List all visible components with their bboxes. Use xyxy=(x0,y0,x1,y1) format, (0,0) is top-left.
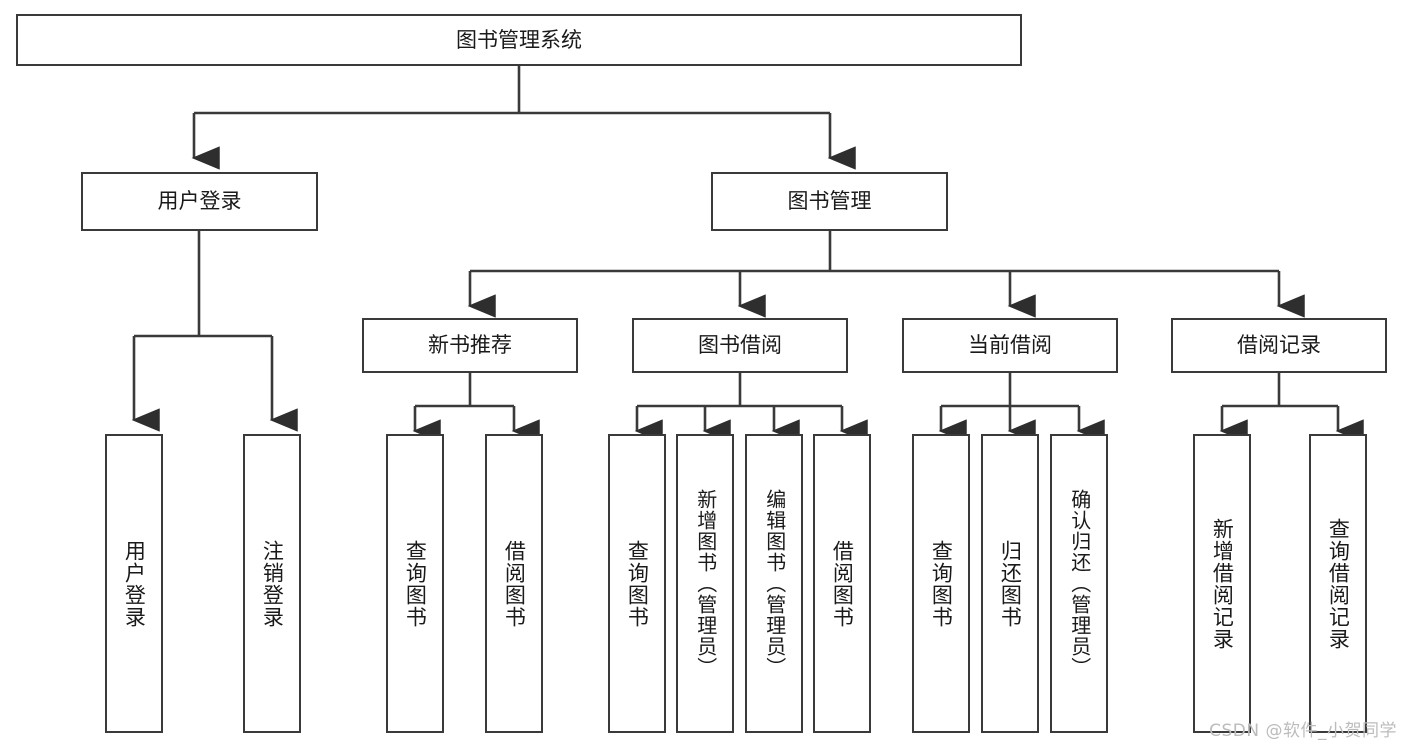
node-label: 新书推荐 xyxy=(428,333,512,358)
node-label: 编辑图书（管理员） xyxy=(762,489,787,678)
node-leaf-return-book[interactable]: 归还图书 xyxy=(981,434,1039,733)
node-leaf-query-book-borrow[interactable]: 查询图书 xyxy=(608,434,666,733)
node-label: 确认归还（管理员） xyxy=(1067,489,1092,678)
node-label: 借阅图书 xyxy=(830,539,855,628)
node-label: 查询图书 xyxy=(403,539,428,628)
node-leaf-query-book-recommend[interactable]: 查询图书 xyxy=(386,434,444,733)
node-leaf-borrow-book[interactable]: 借阅图书 xyxy=(813,434,871,733)
node-label: 借阅图书 xyxy=(502,539,527,628)
node-current-borrow[interactable]: 当前借阅 xyxy=(902,318,1118,373)
node-label: 图书管理 xyxy=(787,189,872,214)
node-label: 查询借阅记录 xyxy=(1326,517,1351,650)
node-label: 查询图书 xyxy=(625,539,650,628)
node-leaf-query-book-current[interactable]: 查询图书 xyxy=(912,434,970,733)
node-leaf-confirm-return[interactable]: 确认归还（管理员） xyxy=(1050,434,1108,733)
watermark-text: CSDN @软件_小贺同学 xyxy=(1209,721,1397,741)
node-label: 图书管理系统 xyxy=(456,27,582,52)
node-borrow-record[interactable]: 借阅记录 xyxy=(1171,318,1387,373)
node-user-login[interactable]: 用户登录 xyxy=(81,172,318,231)
node-leaf-borrow-book-recommend[interactable]: 借阅图书 xyxy=(485,434,543,733)
node-label: 用户登录 xyxy=(157,189,242,214)
node-book-borrow[interactable]: 图书借阅 xyxy=(632,318,848,373)
node-label: 新增图书（管理员） xyxy=(693,489,718,678)
node-label: 归还图书 xyxy=(998,539,1023,628)
node-leaf-logout-login[interactable]: 注销登录 xyxy=(243,434,301,733)
node-label: 用户登录 xyxy=(122,539,147,628)
node-label: 当前借阅 xyxy=(968,333,1052,358)
node-leaf-add-borrow-record[interactable]: 新增借阅记录 xyxy=(1193,434,1251,733)
node-leaf-add-book[interactable]: 新增图书（管理员） xyxy=(676,434,734,733)
node-book-management[interactable]: 图书管理 xyxy=(711,172,948,231)
node-new-book-recommend[interactable]: 新书推荐 xyxy=(362,318,578,373)
node-label: 图书借阅 xyxy=(698,333,782,358)
node-leaf-user-login[interactable]: 用户登录 xyxy=(105,434,163,733)
node-root-book-management-system[interactable]: 图书管理系统 xyxy=(16,14,1022,66)
node-leaf-edit-book[interactable]: 编辑图书（管理员） xyxy=(745,434,803,733)
node-label: 借阅记录 xyxy=(1237,333,1321,358)
node-leaf-query-borrow-record[interactable]: 查询借阅记录 xyxy=(1309,434,1367,733)
node-label: 新增借阅记录 xyxy=(1210,517,1235,650)
node-label: 查询图书 xyxy=(929,539,954,628)
node-label: 注销登录 xyxy=(260,539,285,628)
